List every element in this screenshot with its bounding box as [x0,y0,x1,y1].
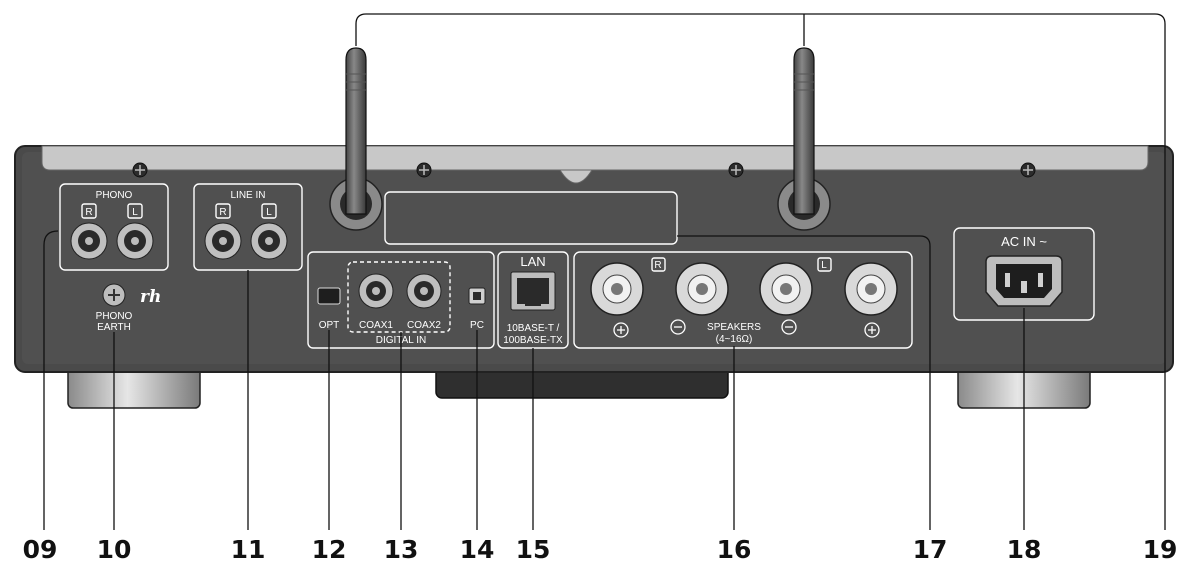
line-in-rca-jacks [204,222,288,260]
callout-15: 15 [516,535,551,564]
svg-text:LINE IN: LINE IN [230,190,265,201]
lan-port [510,271,556,311]
callout-09: 09 [23,535,58,564]
svg-text:AC IN ~: AC IN ~ [1001,234,1047,249]
callout-12: 12 [312,535,347,564]
callout-16: 16 [717,535,752,564]
polarity-icons [613,319,880,338]
callout-13: 13 [384,535,419,564]
svg-text:PC: PC [470,320,484,331]
foot-left [67,367,201,409]
svg-text:SPEAKERS: SPEAKERS [707,322,761,333]
phono-group [59,183,169,271]
phono-rca-jacks [70,222,154,260]
coax-group [347,261,451,333]
svg-text:L: L [266,207,272,218]
svg-text:R: R [85,207,92,218]
callout-14: 14 [460,535,495,564]
svg-text:COAX1: COAX1 [359,320,393,331]
callout-numbers: 09 10 11 12 13 14 15 16 17 18 19 [23,535,1178,564]
leader-lines [43,13,1166,530]
speaker-terminals [590,262,898,316]
svg-text:OPT: OPT [319,320,340,331]
svg-text:COAX2: COAX2 [407,320,441,331]
usb-b-port [468,287,486,305]
callout-18: 18 [1007,535,1042,564]
optical-port [317,287,341,305]
phono-earth-terminal: rh [102,283,161,307]
antenna-right [777,47,831,231]
svg-text:R: R [654,260,661,271]
callout-11: 11 [231,535,266,564]
top-plate [41,145,1149,171]
ac-inlet [985,255,1063,307]
coax-jacks [358,273,442,309]
svg-text:L: L [132,207,138,218]
ground-icon: rh [140,287,161,307]
phono-label: PHONO [96,190,133,201]
label-plate [384,191,678,245]
svg-text:LAN: LAN [520,254,545,269]
antenna-left [329,47,383,231]
svg-text:PHONO: PHONO [96,311,133,322]
svg-text:10BASE-T /: 10BASE-T / [507,323,560,334]
speakers-group [573,251,913,349]
svg-text:R: R [219,207,226,218]
svg-text:100BASE-TX: 100BASE-TX [503,335,563,346]
svg-text:EARTH: EARTH [97,322,131,333]
svg-text:L: L [821,260,827,271]
callout-17: 17 [913,535,948,564]
callout-10: 10 [97,535,132,564]
svg-text:(4~16Ω): (4~16Ω) [716,334,753,345]
callout-19: 19 [1143,535,1178,564]
